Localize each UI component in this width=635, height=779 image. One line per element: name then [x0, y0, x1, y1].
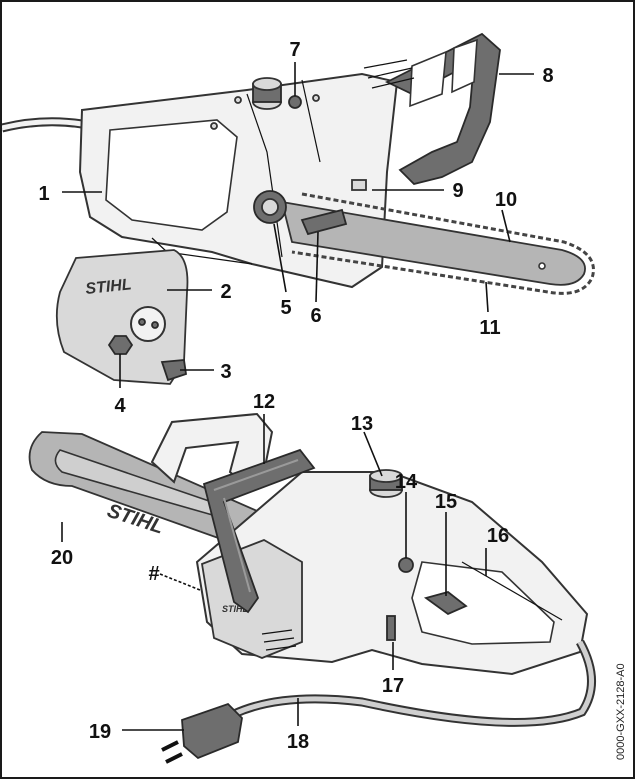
top-screw-c: [312, 94, 320, 102]
leader-5: [273, 223, 287, 293]
callout-9: 9: [452, 180, 463, 202]
cover-boss-hole-a: [138, 318, 146, 326]
cover-boss: [130, 306, 166, 342]
callout-5: 5: [280, 297, 291, 319]
top-saw-chain: [291, 192, 595, 295]
bottom-chainsaw: STIHL STIHL: [28, 412, 596, 764]
bottom-cord-inner: [232, 640, 594, 725]
callout-7: 7: [289, 39, 300, 61]
callout-6: 6: [310, 305, 321, 327]
cover-tab: [160, 359, 187, 382]
chain-tensioner: [300, 208, 348, 236]
leader-hash: [159, 573, 201, 591]
rear-handle-top: [461, 561, 563, 621]
top-guide-bar: [280, 200, 586, 286]
callout-20: 20: [51, 547, 73, 569]
top-screw-b: [234, 96, 242, 104]
switch-lockout: [398, 557, 414, 573]
callout-1: 1: [38, 183, 49, 205]
cover-logo: STIHL: [85, 276, 133, 298]
leader-11: [485, 281, 489, 313]
bottom-oil-cap: [369, 469, 403, 498]
power-plug: [161, 702, 243, 764]
callout-8: 8: [542, 65, 553, 87]
trigger-switch: [423, 591, 468, 616]
callout-4: 4: [114, 395, 126, 417]
top-screw-a: [210, 122, 218, 130]
top-cord-inner: [2, 119, 83, 131]
callout-14: 14: [395, 471, 418, 493]
callout-16: 16: [487, 525, 509, 547]
callout-12: 12: [253, 391, 275, 413]
sprocket-cover: [55, 249, 189, 385]
leader-10: [501, 209, 511, 243]
callout-2: 2: [220, 281, 231, 303]
hand-guard-window-a: [409, 50, 447, 108]
bottom-bar-rail: [54, 449, 218, 518]
leader-lines: [61, 62, 534, 731]
top-front-housing-ribs: [363, 59, 415, 89]
hand-guard-window-b: [451, 38, 478, 94]
callout-15: 15: [435, 491, 457, 513]
housing-badge-logo: STIHL: [222, 604, 248, 614]
callout-18: 18: [287, 731, 309, 753]
document-code: 0000-GXX-2128-A0: [615, 663, 627, 760]
leader-13: [363, 431, 383, 477]
leader-6: [315, 231, 319, 303]
callout-10: 10: [495, 189, 517, 211]
callout-11: 11: [479, 317, 500, 339]
callout-19: 19: [89, 721, 111, 743]
chain-sprocket: [253, 190, 287, 224]
cover-boss-hole-b: [151, 321, 159, 329]
callout-13: 13: [351, 413, 373, 435]
top-handle-opening: [105, 119, 238, 231]
callout-17: 17: [382, 675, 404, 697]
callout-3: 3: [220, 361, 231, 383]
top-oil-cap: [252, 77, 282, 110]
housing-vents: [261, 629, 297, 651]
bottom-handle-opening: [411, 561, 555, 645]
cover-nut: [107, 335, 134, 355]
callout-labels: 1 2 3 4 5 6 7 8 9 10 11 12 13 14 15 16 1…: [38, 39, 553, 753]
top-oil-sight-glass: [288, 95, 302, 109]
bar-hole: [538, 262, 546, 270]
front-handle: [202, 448, 316, 614]
callout-hash: #: [148, 563, 159, 585]
front-handle-highlight: [213, 459, 299, 593]
sprocket-cover-group: STIHL: [55, 249, 189, 385]
cord-slot: [386, 615, 396, 641]
chain-catcher: [351, 179, 367, 191]
top-chainsaw: [2, 32, 595, 295]
